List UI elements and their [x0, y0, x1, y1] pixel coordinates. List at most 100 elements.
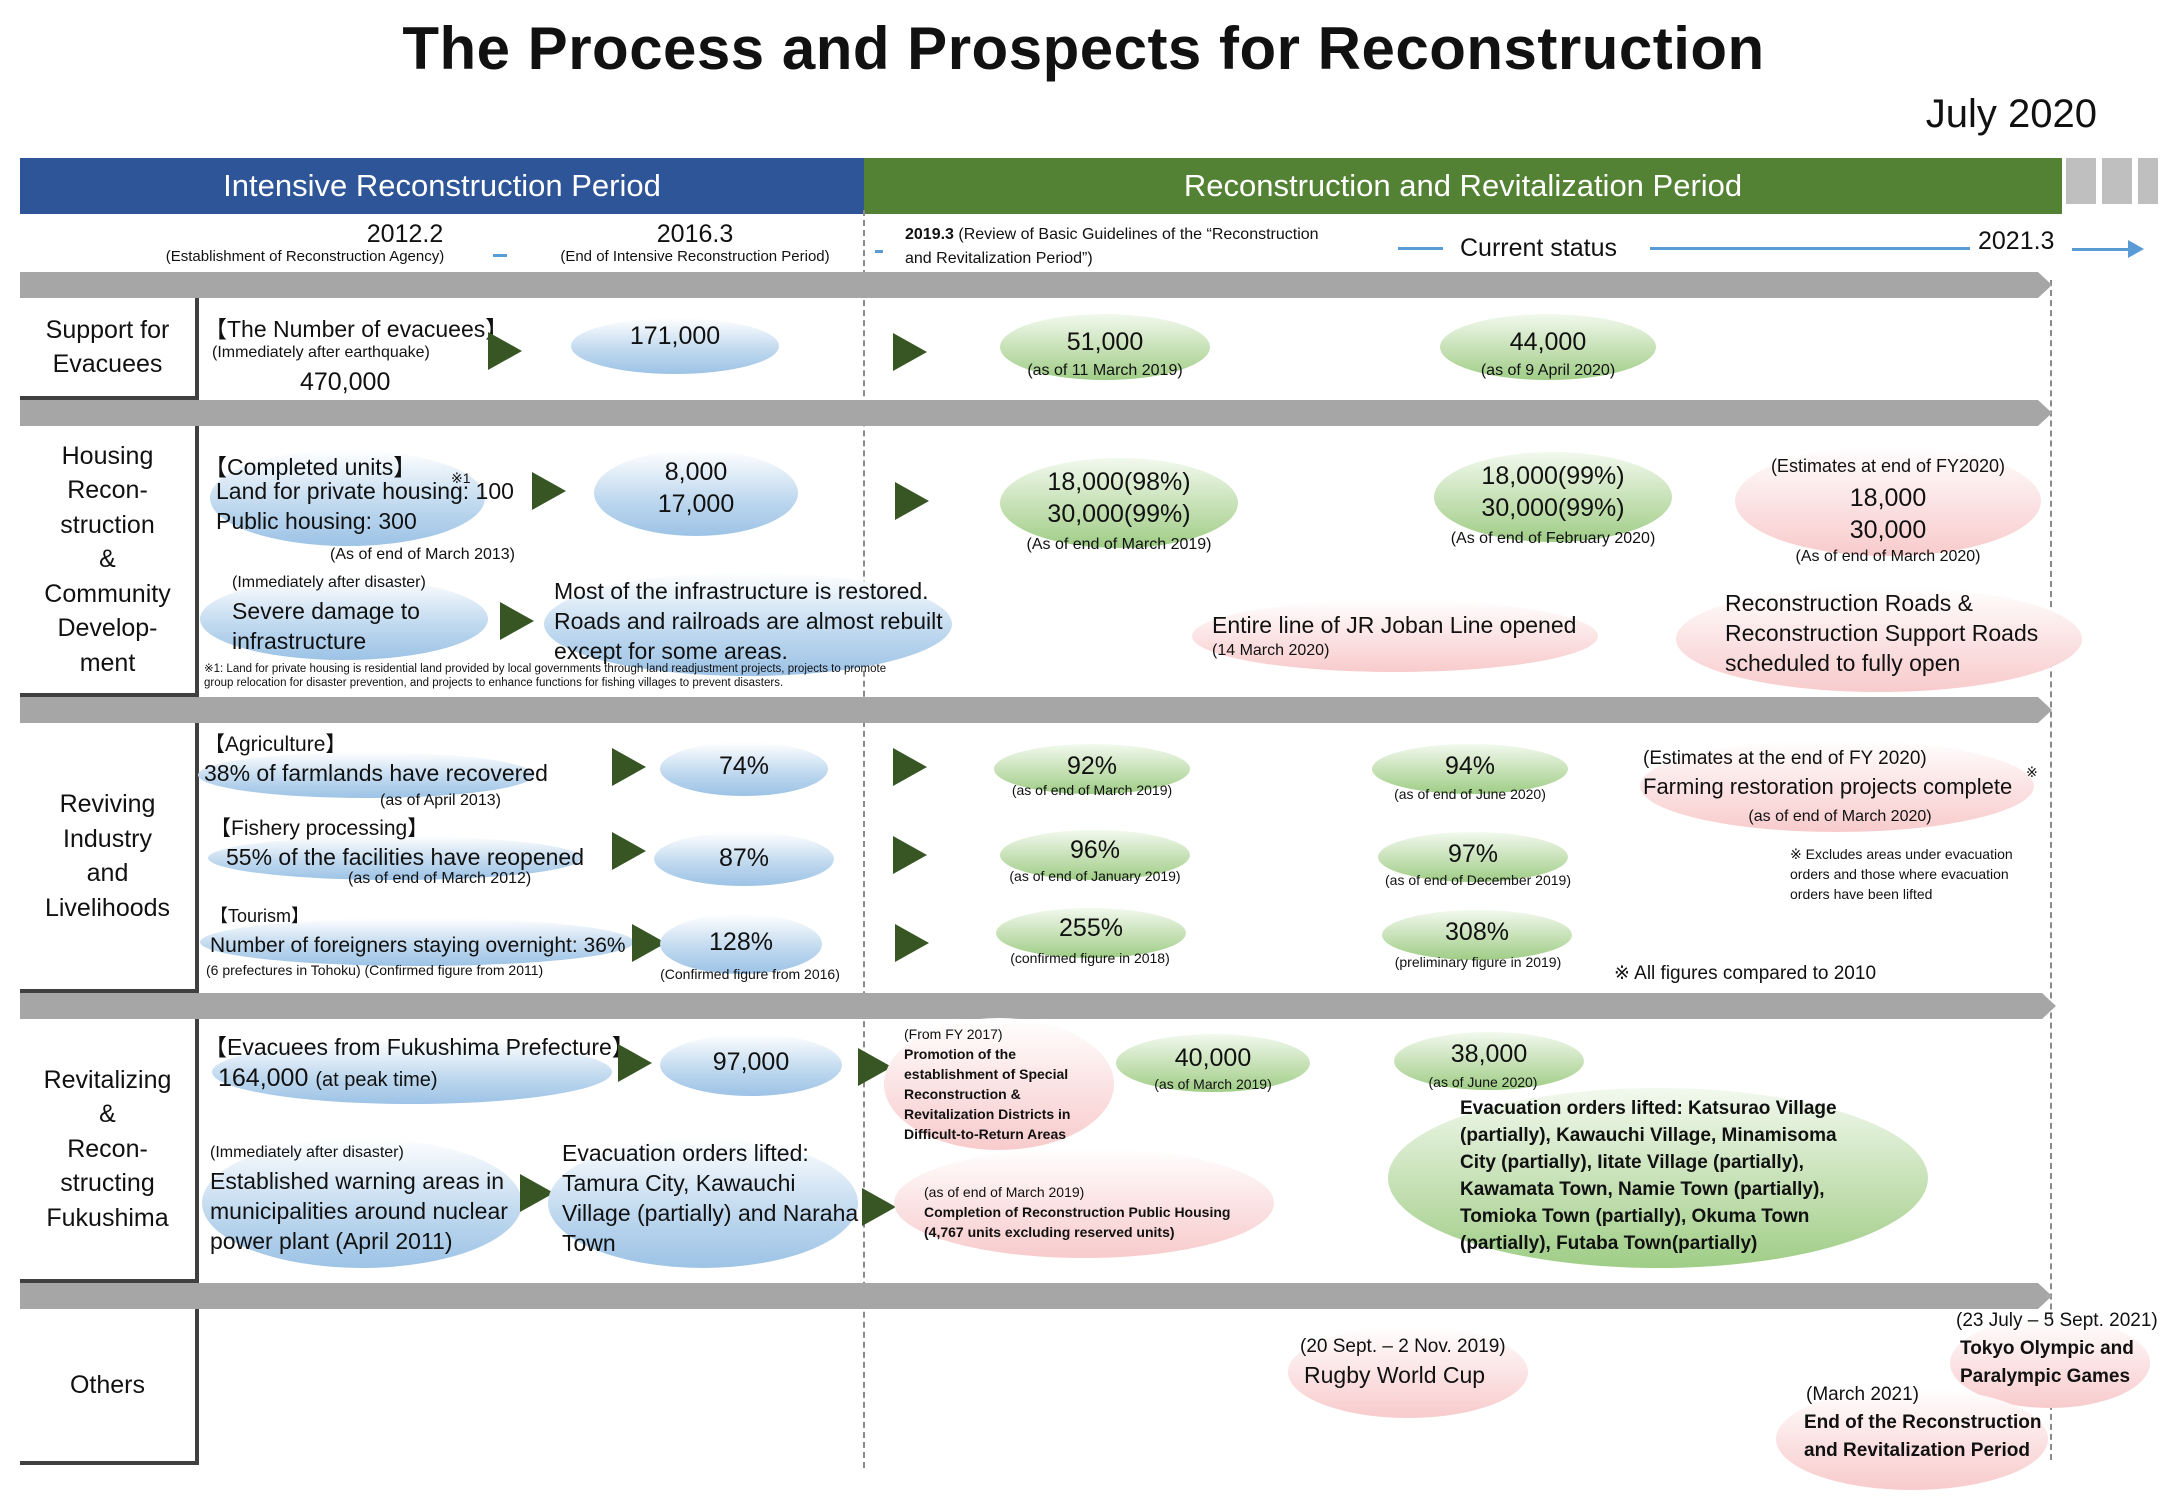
housing-2019-land: 18,000(98%): [1047, 468, 1191, 496]
housing-footnote-b: group relocation for disaster prevention…: [204, 677, 784, 689]
joban-line-note: (14 March 2020): [1212, 642, 1330, 659]
agriculture-2016-bubble: [660, 742, 828, 796]
infrastructure-2016-bubble: [544, 572, 952, 676]
housing-land-2013: Land for private housing: 100: [216, 478, 514, 504]
warning-areas-text-c: power plant (April 2011): [210, 1228, 453, 1254]
infrastructure-2011-text-a: Severe damage to: [232, 598, 420, 624]
tourism-2019-bubble: [996, 908, 1186, 958]
olympic-games-label-b: Paralympic Games: [1960, 1366, 2131, 1387]
evacuation-lifted-2020-text-b: (partially), Kawauchi Village, Minamisom…: [1460, 1125, 1837, 1146]
warning-areas-text-a: Established warning areas in: [210, 1168, 505, 1194]
fishery-2012-note: (as of end of March 2012): [348, 870, 532, 887]
olympic-games-bubble: [1950, 1318, 2150, 1408]
progress-arrow-icon: [895, 482, 929, 520]
public-housing-completion-note: (as of end of March 2019): [924, 1184, 1085, 1200]
fishery-2019-bubble: [1000, 830, 1190, 880]
housing-2020-bubble: [1434, 452, 1672, 542]
fukushima-evacuees-2016-bubble: [660, 1034, 842, 1096]
warning-areas-note: (Immediately after disaster): [210, 1144, 404, 1161]
tourism-2020-note: (preliminary figure in 2019): [1394, 954, 1562, 970]
evacuation-lifted-2016-text-a: Evacuation orders lifted:: [562, 1140, 809, 1166]
fishery-2016-value: 87%: [718, 844, 770, 872]
exclusion-note-a: ※ Excludes areas under evacuation: [1790, 846, 2013, 862]
warning-areas-bubble: [202, 1138, 522, 1268]
period-continuation-block: [2066, 158, 2096, 204]
evacuees-2020-value: 44,000: [1509, 328, 1587, 356]
housing-estimate-bubble: [1735, 446, 2041, 556]
timeline-connector: [493, 254, 507, 257]
agriculture-2019-value: 92%: [1066, 752, 1118, 780]
fishery-2012-bubble: [208, 836, 582, 880]
tourism-2019-note: (confirmed figure in 2018): [1010, 950, 1170, 966]
fukushima-evacuees-peak: 164,000: [218, 1064, 309, 1092]
timeline-2012-date: 2012.2: [366, 220, 444, 248]
fukushima-evacuees-heading: 【Evacuees from Fukushima Prefecture】: [204, 1034, 635, 1060]
evacuation-lifted-2020-text-f: (partially), Futaba Town(partially): [1460, 1233, 1758, 1254]
fukushima-evacuees-2019-bubble: [1116, 1034, 1310, 1092]
progress-arrow-icon: [893, 748, 927, 786]
evacuees-2019-bubble: [1000, 314, 1210, 380]
roads-estimate-bubble: [1676, 586, 2082, 692]
special-districts-text-b: establishment of Special: [904, 1066, 1069, 1082]
agriculture-estimate-heading: (Estimates at the end of FY 2020): [1643, 748, 1927, 769]
progress-arrow-icon: [612, 832, 646, 870]
row-separator-band: [20, 993, 2056, 1019]
fukushima-evacuees-2016-value: 97,000: [712, 1048, 790, 1076]
fishery-2020-note: (as of end of December 2019): [1385, 872, 1571, 888]
agriculture-2013-bubble: [198, 752, 534, 798]
evacuees-heading: 【The Number of evacuees】: [204, 316, 509, 342]
olympic-games-label-a: Tokyo Olympic and: [1960, 1338, 2134, 1359]
evacuation-lifted-2020-text-a: Evacuation orders lifted: Katsurao Villa…: [1460, 1098, 1837, 1119]
evacuees-2020-note: (as of 9 April 2020): [1480, 362, 1616, 379]
housing-heading: 【Completed units】: [204, 454, 417, 480]
progress-arrow-icon: [618, 1044, 652, 1082]
agriculture-2020-bubble: [1372, 744, 1568, 794]
evacuation-lifted-2016-text-b: Tamura City, Kawauchi: [562, 1170, 796, 1196]
roads-estimate-text-c: scheduled to fully open: [1725, 650, 1961, 676]
timeline-2016-note: (End of Intensive Reconstruction Period): [560, 248, 830, 265]
special-districts-text-c: Reconstruction &: [904, 1086, 1021, 1102]
fukushima-evacuees-2020-bubble: [1394, 1032, 1584, 1090]
fukushima-evacuees-2019-note: (as of March 2019): [1154, 1076, 1272, 1092]
infrastructure-2011-text-b: infrastructure: [232, 628, 367, 654]
end-of-period-line: [2050, 280, 2052, 1460]
special-districts-text-e: Difficult-to-Return Areas: [904, 1126, 1067, 1142]
agriculture-estimate-text: Farming restoration projects complete: [1643, 774, 2013, 799]
evacuees-2020-bubble: [1440, 314, 1656, 380]
revitalization-period-bar: Reconstruction and Revitalization Period: [864, 158, 2062, 214]
timeline-2019-note-cont: and Revitalization Period”): [905, 250, 1093, 267]
evacuation-lifted-2020-text-e: Tomioka Town (partially), Okuma Town: [1460, 1206, 1810, 1227]
public-housing-completion-bubble: [894, 1148, 1274, 1258]
evacuees-initial-value: 470,000: [300, 368, 391, 396]
infrastructure-2011-note: (Immediately after disaster): [232, 574, 426, 591]
roads-estimate-text-a: Reconstruction Roads &: [1725, 590, 1974, 616]
timeline-2019-date: 2019.3: [905, 226, 954, 243]
end-of-period-date: (March 2021): [1806, 1384, 1919, 1405]
infrastructure-2016-text-b: Roads and railroads are almost rebuilt: [554, 608, 943, 634]
progress-arrow-icon: [893, 333, 927, 371]
housing-2016-bubble: [594, 450, 798, 536]
agriculture-2013-text: 38% of farmlands have recovered: [204, 760, 548, 786]
agriculture-2019-note: (as of end of March 2019): [1011, 782, 1173, 798]
housing-2019-note: (As of end of March 2019): [1026, 536, 1212, 553]
rugby-world-cup-label: Rugby World Cup: [1304, 1362, 1486, 1388]
evacuation-lifted-2020-text-d: Kawamata Town, Namie Town (partially),: [1460, 1179, 1825, 1200]
row-label-others: Others: [20, 1309, 199, 1465]
fukushima-evacuees-peak-note: (at peak time): [315, 1069, 438, 1091]
evacuees-initial-note: (Immediately after earthquake): [212, 344, 430, 361]
housing-2020-public: 30,000(99%): [1481, 494, 1625, 522]
timeline-2016-date: 2016.3: [656, 220, 734, 248]
joban-line-text: Entire line of JR Joban Line opened: [1212, 612, 1577, 638]
evacuees-2019-value: 51,000: [1066, 328, 1144, 356]
public-housing-completion-text-b: (4,767 units excluding reserved units): [924, 1224, 1175, 1240]
timeline-2021-date: 2021.3: [1978, 227, 2055, 255]
row-separator-band: [20, 1283, 2052, 1309]
timeline-connector: [875, 250, 883, 253]
exclusion-note-b: orders and those where evacuation: [1790, 866, 2009, 882]
page-title: The Process and Prospects for Reconstruc…: [402, 15, 1765, 82]
infrastructure-2016-text-c: except for some areas.: [554, 638, 788, 664]
fishery-2016-bubble: [654, 832, 834, 886]
